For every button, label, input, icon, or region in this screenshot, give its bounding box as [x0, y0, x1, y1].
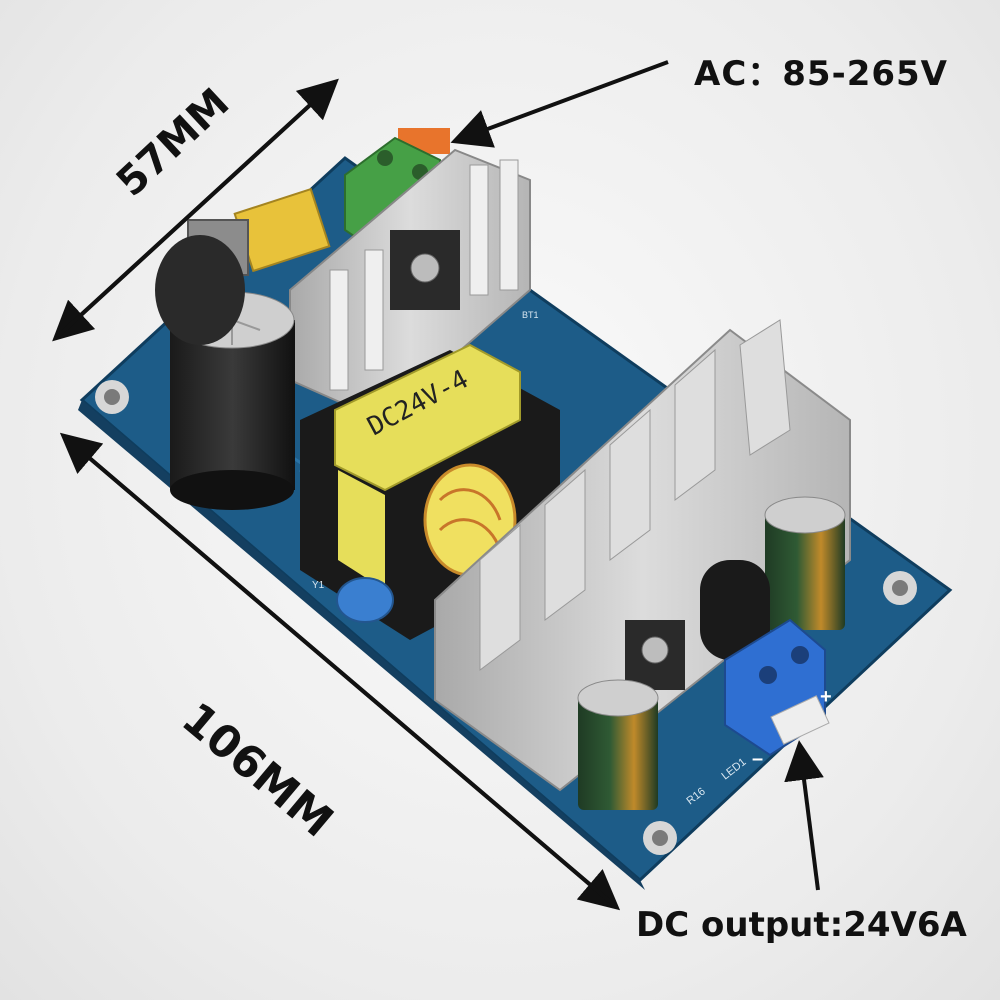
common-mode-choke	[155, 235, 245, 345]
output-heatsink	[434, 319, 851, 792]
mounting-hole-icon	[643, 821, 677, 855]
output-capacitor	[764, 496, 846, 630]
output-capacitor	[577, 679, 659, 810]
ac-input-pointer-arrow	[450, 60, 669, 148]
silk-y1: Y1	[312, 580, 325, 591]
silk-bt1: BT1	[522, 310, 539, 320]
ac-input-label: AC：85-265V	[694, 54, 948, 94]
mounting-hole-icon	[95, 380, 129, 414]
output-terminal-block	[724, 618, 830, 757]
output-inductor	[700, 560, 770, 660]
dc-output-pointer-arrow	[784, 740, 824, 891]
silk-plus: +	[820, 686, 832, 708]
primary-heatsink	[289, 148, 531, 422]
mounting-hole-icon	[883, 571, 917, 605]
silk-minus: –	[752, 748, 763, 770]
width-dimension-arrow	[56, 78, 339, 338]
dc-output-label: DC output:24V6A	[636, 905, 967, 945]
y-capacitor	[336, 577, 394, 623]
length-dimension-arrow	[59, 432, 616, 907]
